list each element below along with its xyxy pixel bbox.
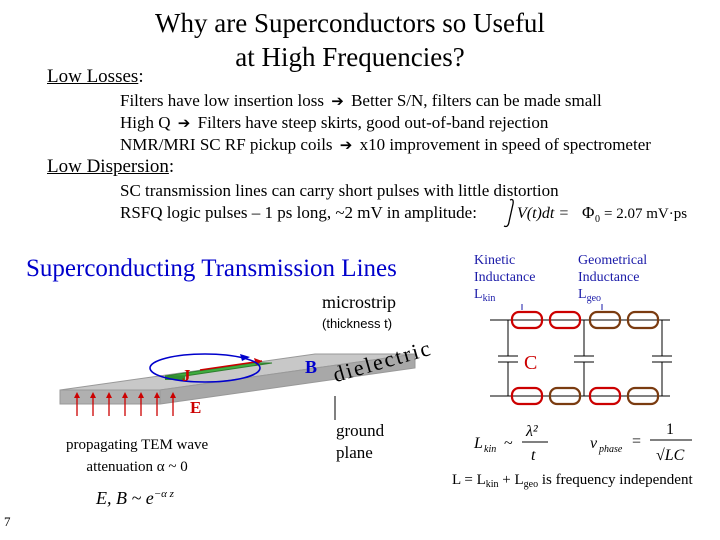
low-losses-heading: Low Losses: (47, 66, 144, 87)
bullet-rsfq: RSFQ logic pulses – 1 ps long, ~2 mV in … (120, 203, 477, 222)
summary-statement: L = Lkin + Lgeo is frequency independent (452, 472, 693, 490)
stl-heading: Superconducting Transmission Lines (26, 255, 397, 282)
svg-text:1: 1 (666, 421, 674, 438)
svg-text:~: ~ (504, 435, 513, 452)
ground-plane-label: ground plane (336, 421, 385, 462)
bullet-sc-transmission: SC transmission lines can carry short pu… (120, 181, 559, 200)
svg-text:v: v (590, 435, 598, 452)
flux-lhs: V(t)dt = (517, 205, 569, 222)
right-arrow-icon: ➔ (177, 116, 191, 132)
label-j: J (182, 366, 191, 385)
microstrip-diagram (59, 353, 416, 420)
geometrical-inductance-label: Geometrical Inductance Lgeo (578, 253, 648, 304)
svg-text:√LC: √LC (656, 447, 685, 464)
svg-text:=: = (632, 433, 641, 450)
page-title: Why are Superconductors so Useful at Hig… (120, 6, 580, 74)
bullet-high-q: High Q ➔ Filters have steep skirts, good… (120, 113, 549, 132)
right-arrow-icon: ➔ (339, 138, 353, 154)
current-arrow-icon (199, 360, 263, 371)
top-inductor-coils (510, 310, 660, 330)
ground-plane-side (159, 353, 416, 405)
lc-circuit-diagram (490, 304, 672, 406)
svg-text:λ²: λ² (525, 423, 539, 440)
field-arrow-icon (240, 354, 250, 361)
tem-wave-label: propagating TEM wave attenuation α ~ 0 (66, 437, 209, 475)
capacitors (498, 320, 672, 396)
microstrip-label: microstrip (322, 292, 396, 312)
phi-symbol: Φ (582, 203, 594, 222)
title-line-2: at High Frequencies? (235, 42, 465, 72)
label-c: C (524, 352, 538, 374)
kinetic-inductance-label: Kinetic Inductance Lkin (474, 253, 536, 304)
svg-text:L: L (473, 435, 483, 452)
thickness-label: (thickness t) (322, 316, 393, 331)
low-dispersion-heading: Low Dispersion: (47, 156, 175, 177)
svg-text:kin: kin (484, 444, 496, 455)
svg-text:t: t (531, 447, 536, 464)
label-e: E (190, 398, 202, 417)
bullet-insertion-loss: Filters have low insertion loss ➔ Better… (120, 91, 602, 110)
svg-text:phase: phase (598, 444, 623, 455)
right-arrow-icon: ➔ (331, 94, 344, 110)
bullet-nmr-mri: NMR/MRI SC RF pickup coils ➔ x10 improve… (120, 135, 651, 154)
bottom-inductor-coils (510, 386, 660, 406)
flux-value: = 2.07 mV·ps (604, 206, 687, 222)
magnetic-field-loop (149, 353, 261, 383)
lkin-equation: L kin ~ λ² t (473, 423, 548, 464)
integral-sign-icon (503, 198, 514, 228)
phi-subscript: 0 (595, 214, 600, 225)
vphase-equation: v phase = 1 √LC (590, 421, 692, 464)
flux-quantum-equation: V(t)dt = Φ 0 = 2.07 mV·ps (503, 198, 687, 228)
field-equation: E, B ~ e−α z (96, 488, 174, 508)
label-b: B (305, 357, 318, 377)
title-line-1: Why are Superconductors so Useful (155, 8, 545, 38)
page-number: 7 (4, 514, 11, 529)
